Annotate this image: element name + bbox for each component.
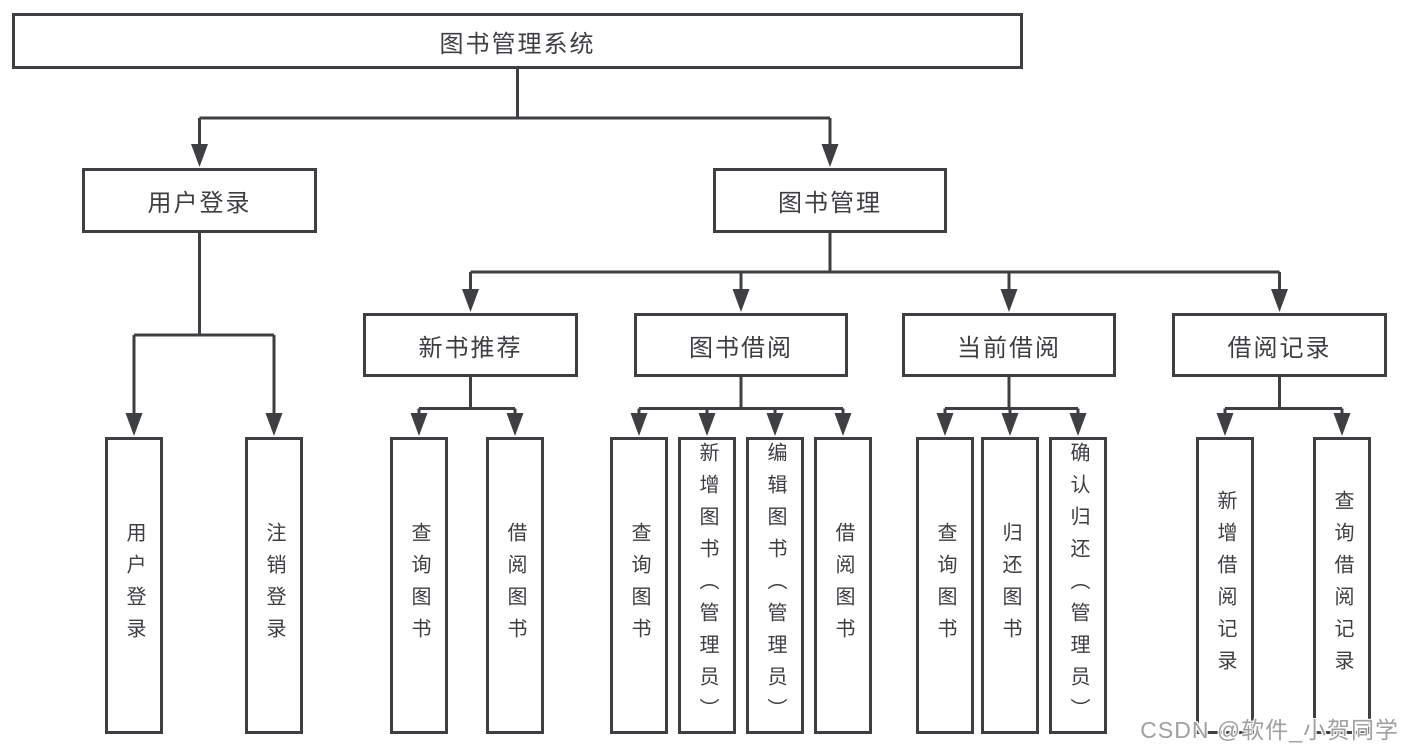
leaf-label: 用户登录	[123, 521, 145, 650]
arrowheads-leaves	[125, 413, 1351, 436]
edge-borrow-records-to-leaves	[1223, 377, 1344, 415]
leaf-label: 归还图书	[999, 521, 1021, 650]
node-new-book-recommend: 新书推荐	[363, 313, 578, 377]
edge-root-to-level2	[198, 69, 832, 146]
leaf-label: 查询图书	[628, 521, 650, 650]
node-borrowing-records: 借阅记录	[1172, 313, 1387, 377]
node-label: 图书借阅	[689, 334, 793, 362]
edge-current-borrow-to-leaves	[943, 377, 1080, 415]
leaf-label: 查询图书	[408, 521, 430, 650]
leaf-query-books-recommend: 查询图书	[390, 437, 448, 734]
leaf-add-borrow-record: 新增借阅记录	[1196, 437, 1254, 734]
leaf-edit-books-admin: 编辑图书（管理员）	[746, 437, 804, 734]
leaf-user-login: 用户登录	[105, 437, 163, 734]
arrowheads-level2	[191, 144, 839, 167]
node-book-management: 图书管理	[713, 168, 947, 233]
leaf-borrow-books-recommend: 借阅图书	[486, 437, 544, 734]
leaf-label: 新增图书（管理员）	[696, 441, 718, 730]
node-label: 图书管理	[778, 190, 882, 217]
arrowheads-level3	[462, 289, 1288, 312]
leaf-borrow-books-borrowing: 借阅图书	[814, 437, 872, 734]
node-root-library-system: 图书管理系统	[12, 13, 1023, 69]
leaf-query-books-current: 查询图书	[916, 437, 974, 734]
edge-book-mgmt-to-level3	[469, 233, 1281, 291]
edge-book-borrow-to-leaves	[637, 377, 845, 415]
node-label: 用户登录	[147, 190, 252, 217]
leaf-label: 借阅图书	[832, 521, 854, 650]
node-label: 当前借阅	[957, 334, 1061, 362]
node-label: 新书推荐	[418, 334, 523, 362]
leaf-return-books: 归还图书	[981, 437, 1039, 734]
leaf-label: 查询图书	[934, 521, 956, 650]
node-label: 借阅记录	[1227, 334, 1332, 362]
leaf-add-books-admin: 新增图书（管理员）	[678, 437, 736, 734]
leaf-label: 借阅图书	[504, 521, 526, 650]
node-book-borrowing: 图书借阅	[634, 313, 848, 377]
node-user-login: 用户登录	[82, 168, 317, 233]
node-current-borrowing: 当前借阅	[902, 313, 1116, 377]
edge-user-login-to-leaves	[132, 233, 276, 415]
leaf-logout: 注销登录	[245, 437, 303, 734]
leaf-query-books-borrowing: 查询图书	[610, 437, 668, 734]
leaf-confirm-return-admin: 确认归还（管理员）	[1049, 437, 1107, 734]
csdn-watermark: CSDN @软件_小贺同学	[1140, 717, 1399, 743]
node-label: 图书管理系统	[439, 30, 596, 58]
leaf-label: 确认归还（管理员）	[1067, 441, 1089, 730]
edge-new-book-rec-to-leaves	[417, 377, 517, 415]
leaf-label: 注销登录	[263, 521, 285, 650]
leaf-label: 查询借阅记录	[1331, 489, 1353, 682]
leaf-query-borrow-record: 查询借阅记录	[1313, 437, 1371, 734]
leaf-label: 新增借阅记录	[1214, 489, 1236, 682]
leaf-label: 编辑图书（管理员）	[764, 441, 786, 730]
